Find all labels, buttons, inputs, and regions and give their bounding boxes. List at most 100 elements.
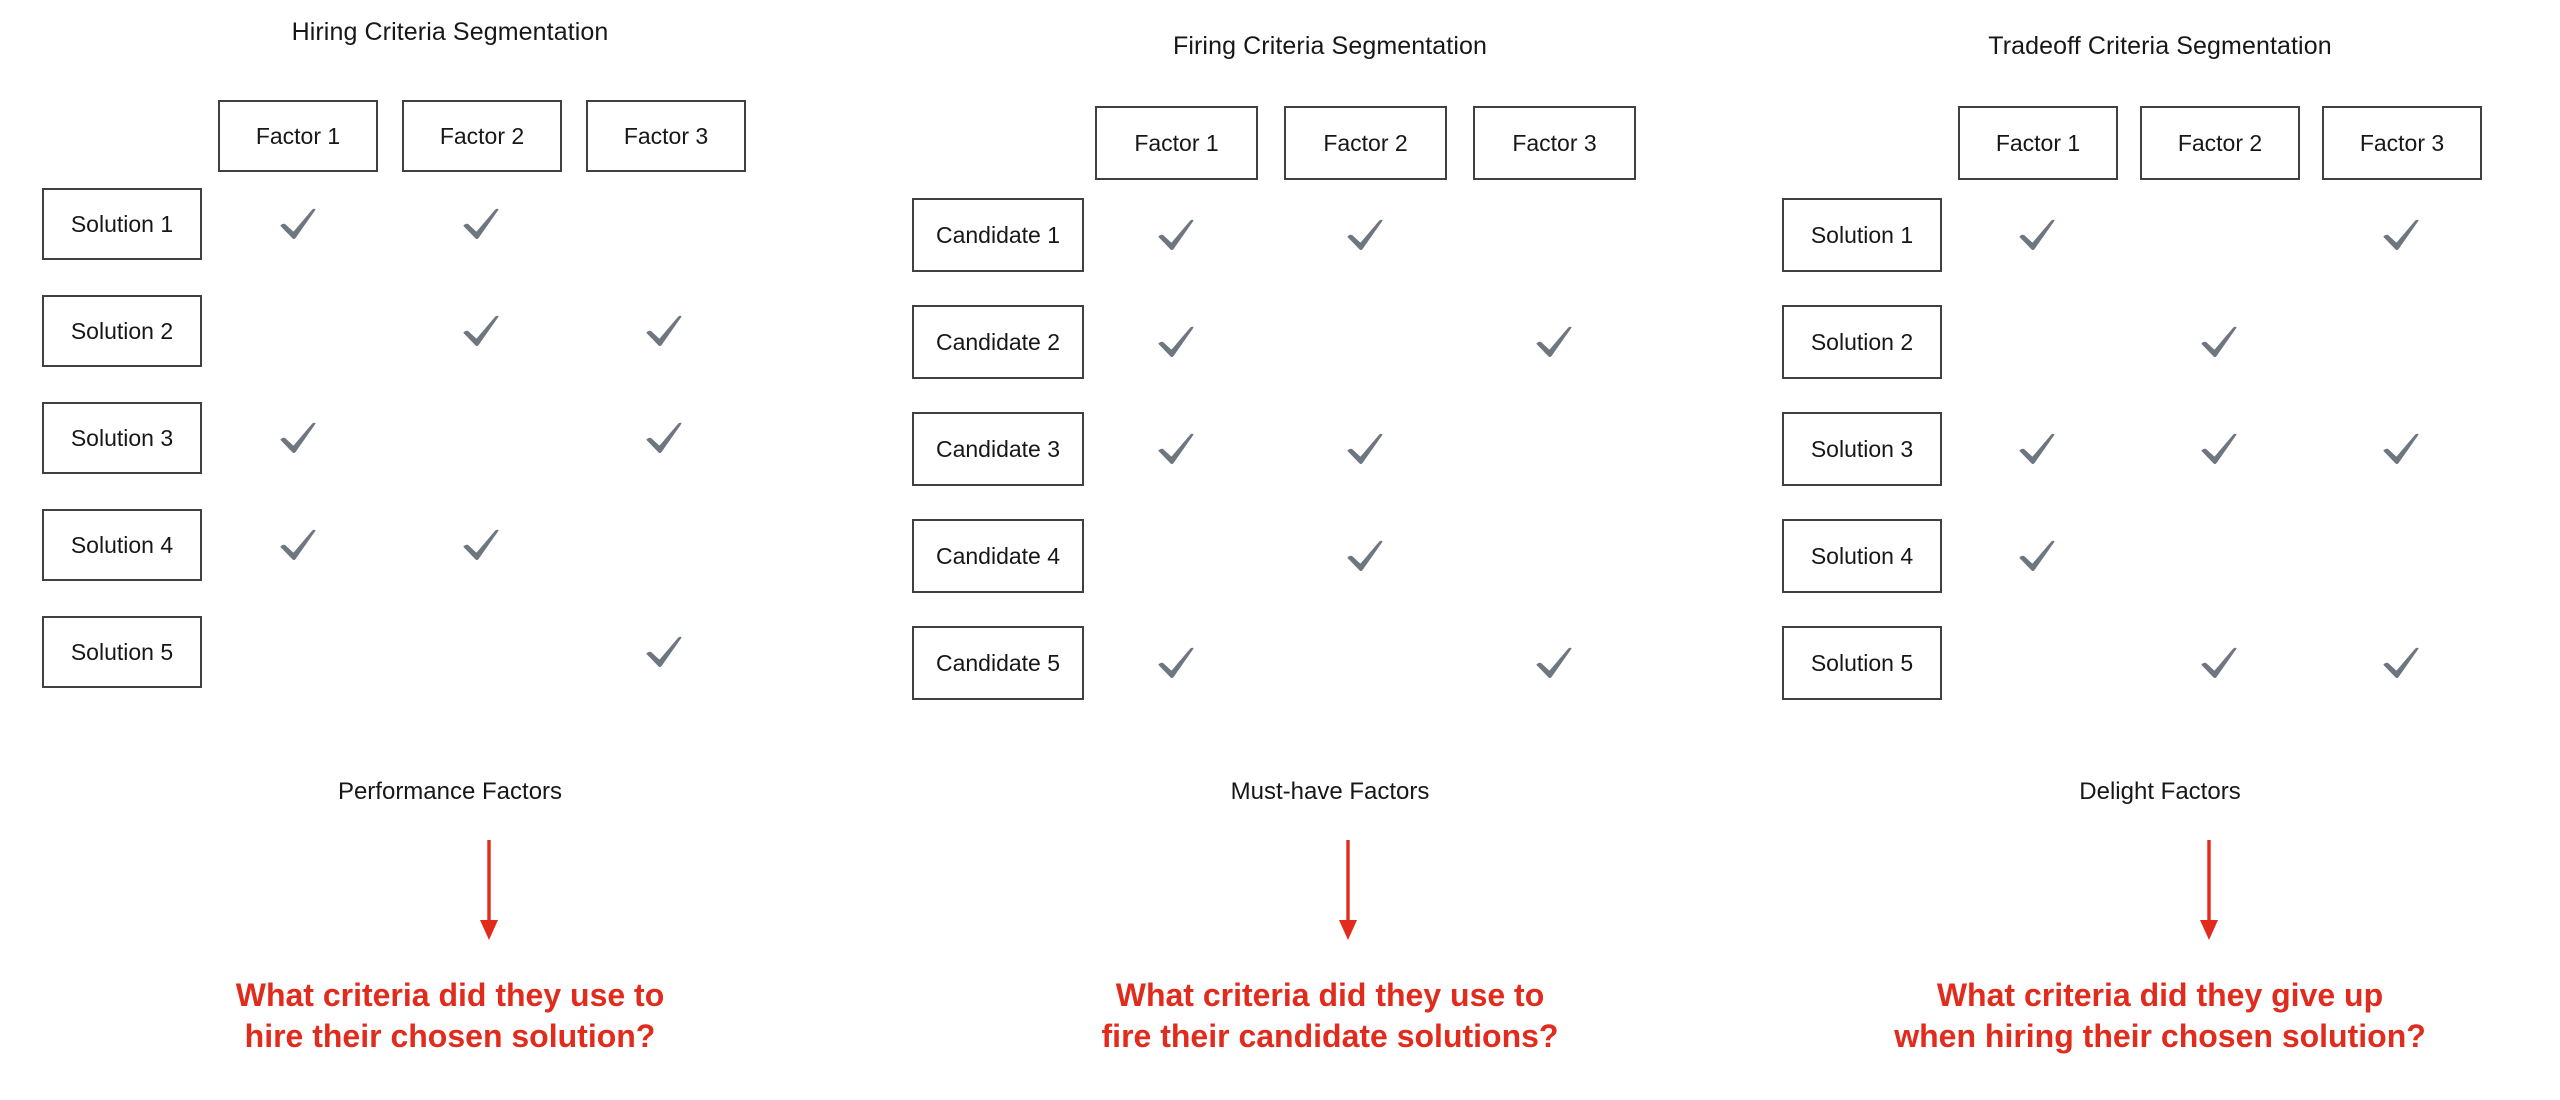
matrix-cell[interactable] [1342, 640, 1388, 686]
matrix-cell[interactable] [2378, 640, 2424, 686]
row-label-box[interactable]: Solution 5 [1782, 626, 1942, 700]
row-label-box[interactable]: Candidate 4 [912, 519, 1084, 593]
matrix-cell[interactable] [1342, 319, 1388, 365]
matrix-cell[interactable] [275, 629, 321, 675]
row-label-box[interactable]: Solution 1 [1782, 198, 1942, 272]
matrix-cell[interactable] [2014, 426, 2060, 472]
down-arrow-icon [478, 840, 500, 945]
matrix-cell[interactable] [275, 201, 321, 247]
table-row: Solution 3 [1760, 412, 2560, 519]
matrix-cell[interactable] [2378, 426, 2424, 472]
matrix-cell[interactable] [2014, 212, 2060, 258]
row-label-box[interactable]: Candidate 5 [912, 626, 1084, 700]
check-icon [641, 629, 687, 675]
down-arrow-icon [2198, 840, 2220, 945]
matrix-cell[interactable] [1153, 212, 1199, 258]
table-row: Solution 4 [0, 509, 900, 616]
matrix-cell[interactable] [458, 201, 504, 247]
footer-question: What criteria did they give up when hirin… [1760, 975, 2560, 1057]
matrix-cell[interactable] [2196, 319, 2242, 365]
footer-question-line: when hiring their chosen solution? [1894, 1017, 2426, 1054]
matrix-cell[interactable] [2378, 319, 2424, 365]
matrix-cell[interactable] [641, 201, 687, 247]
matrix-cell[interactable] [1153, 319, 1199, 365]
check-icon [1153, 640, 1199, 686]
matrix-cell[interactable] [458, 522, 504, 568]
table-row: Candidate 4 [900, 519, 1760, 626]
column-header-factor-3[interactable]: Factor 3 [1473, 106, 1636, 180]
matrix-cell[interactable] [2378, 212, 2424, 258]
matrix-cell[interactable] [2196, 533, 2242, 579]
matrix-cell[interactable] [1531, 212, 1577, 258]
row-label-box[interactable]: Solution 2 [1782, 305, 1942, 379]
check-icon [458, 522, 504, 568]
matrix-cell[interactable] [1531, 533, 1577, 579]
matrix-cell[interactable] [641, 629, 687, 675]
column-header-factor-3[interactable]: Factor 3 [586, 100, 746, 172]
matrix-cell[interactable] [1531, 319, 1577, 365]
table-row: Candidate 3 [900, 412, 1760, 519]
check-icon [1153, 212, 1199, 258]
matrix-cell[interactable] [2014, 533, 2060, 579]
column-header-factor-3[interactable]: Factor 3 [2322, 106, 2482, 180]
check-icon [2014, 426, 2060, 472]
column-header-row: Factor 1 Factor 2 Factor 3 [1095, 106, 1636, 180]
matrix-cell[interactable] [1342, 212, 1388, 258]
row-label-box[interactable]: Solution 3 [42, 402, 202, 474]
table-row: Candidate 5 [900, 626, 1760, 733]
footer-factor-label: Must-have Factors [1230, 778, 1430, 805]
row-label-box[interactable]: Solution 4 [1782, 519, 1942, 593]
column-header-factor-1[interactable]: Factor 1 [1095, 106, 1258, 180]
column-header-factor-2[interactable]: Factor 2 [1284, 106, 1447, 180]
row-label-box[interactable]: Solution 2 [42, 295, 202, 367]
row-label-box[interactable]: Candidate 2 [912, 305, 1084, 379]
matrix-cell[interactable] [275, 522, 321, 568]
matrix-cell[interactable] [641, 522, 687, 568]
table-row: Solution 2 [1760, 305, 2560, 412]
check-icon [1342, 533, 1388, 579]
check-icon [2196, 319, 2242, 365]
column-header-factor-1[interactable]: Factor 1 [1958, 106, 2118, 180]
matrix-grid: Candidate 1 Candidate 2 Candidate 3 Candida… [900, 198, 1760, 733]
row-label-box[interactable]: Candidate 3 [912, 412, 1084, 486]
check-icon [1153, 426, 1199, 472]
matrix-cell[interactable] [1531, 640, 1577, 686]
check-icon [641, 415, 687, 461]
matrix-cell[interactable] [275, 415, 321, 461]
panel-title: Tradeoff Criteria Segmentation [1988, 32, 2332, 60]
check-icon [2196, 640, 2242, 686]
row-label-box[interactable]: Candidate 1 [912, 198, 1084, 272]
matrix-cell[interactable] [458, 308, 504, 354]
row-label-box[interactable]: Solution 5 [42, 616, 202, 688]
matrix-cell[interactable] [2196, 426, 2242, 472]
check-icon [458, 308, 504, 354]
matrix-cell[interactable] [2196, 212, 2242, 258]
column-header-factor-1[interactable]: Factor 1 [218, 100, 378, 172]
matrix-cell[interactable] [1531, 426, 1577, 472]
matrix-cell[interactable] [458, 415, 504, 461]
row-label-box[interactable]: Solution 4 [42, 509, 202, 581]
matrix-cell[interactable] [1153, 426, 1199, 472]
matrix-cell[interactable] [2378, 533, 2424, 579]
column-header-factor-2[interactable]: Factor 2 [2140, 106, 2300, 180]
matrix-cell[interactable] [275, 308, 321, 354]
footer-question-line: What criteria did they give up [1936, 977, 2384, 1013]
matrix-cell[interactable] [1153, 640, 1199, 686]
matrix-cell[interactable] [1153, 533, 1199, 579]
matrix-cell[interactable] [1342, 533, 1388, 579]
matrix-cell[interactable] [2196, 640, 2242, 686]
matrix-cell[interactable] [2014, 640, 2060, 686]
footer-question-line: What criteria did they use to [235, 977, 665, 1013]
row-label-box[interactable]: Solution 1 [42, 188, 202, 260]
matrix-cell[interactable] [641, 308, 687, 354]
matrix-cell[interactable] [641, 415, 687, 461]
matrix-cell[interactable] [1342, 426, 1388, 472]
matrix-cell[interactable] [458, 629, 504, 675]
matrix-cell[interactable] [2014, 319, 2060, 365]
row-label-box[interactable]: Solution 3 [1782, 412, 1942, 486]
check-icon [2014, 533, 2060, 579]
column-header-factor-2[interactable]: Factor 2 [402, 100, 562, 172]
